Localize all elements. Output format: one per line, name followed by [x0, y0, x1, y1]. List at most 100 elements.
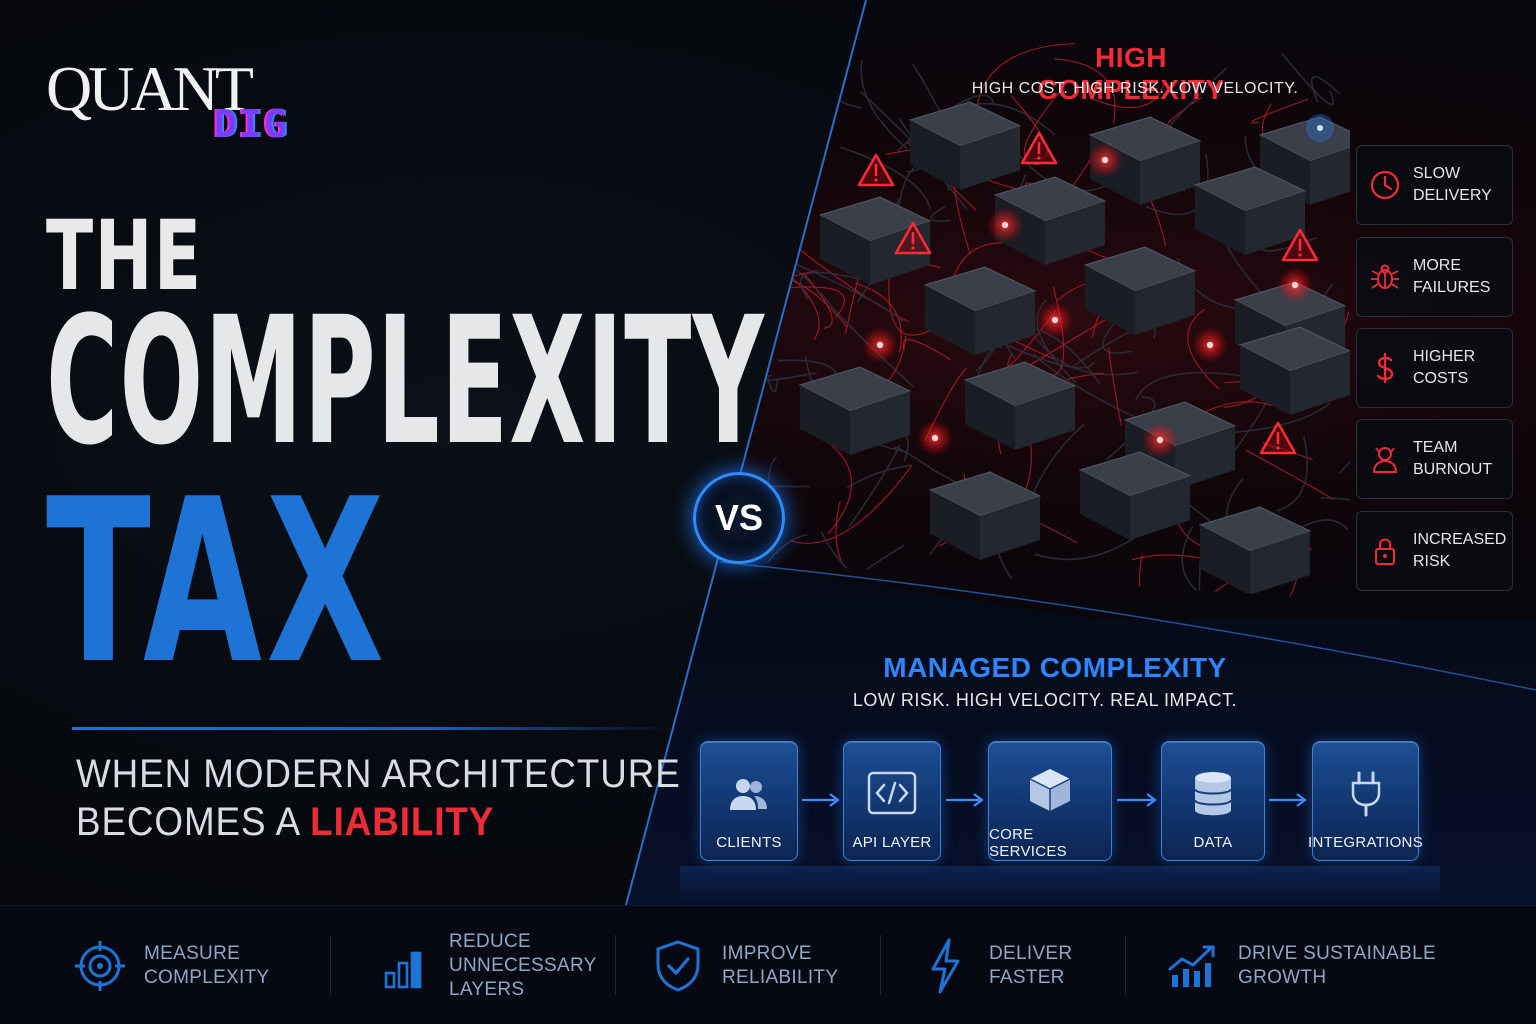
benefit-line-1: IMPROVE	[722, 942, 812, 964]
flow-label: CLIENTS	[716, 834, 782, 851]
server-block	[800, 385, 850, 455]
server-block	[850, 391, 910, 455]
flow-step-clients: CLIENTS	[700, 741, 798, 861]
cable	[1245, 449, 1334, 500]
benefit-line-3: LAYERS	[449, 978, 525, 1000]
arrow-right-icon	[802, 793, 840, 807]
server-block	[1130, 476, 1190, 540]
server-block	[1195, 185, 1245, 255]
cable	[789, 464, 913, 544]
server-block	[1290, 351, 1350, 415]
cable	[795, 246, 910, 323]
server-block	[1310, 141, 1350, 205]
headline-line-tax: TAX	[46, 451, 389, 714]
cable	[1036, 299, 1077, 384]
effect-label-1: INCREASED	[1413, 531, 1507, 548]
server-block	[1240, 345, 1290, 415]
benefit-line-2: GROWTH	[1238, 966, 1327, 988]
cable	[1108, 347, 1122, 426]
effect-label-1: HIGHER	[1413, 348, 1476, 365]
cable	[1321, 497, 1350, 560]
effect-label-2: COSTS	[1413, 370, 1469, 387]
cable	[827, 443, 852, 535]
lock-icon	[1375, 538, 1395, 565]
headline-divider	[72, 727, 672, 730]
warning-icon	[911, 246, 915, 250]
cable	[855, 282, 902, 353]
server-block	[925, 285, 975, 355]
benefit-line-2: UNNECESSARY	[449, 954, 597, 976]
cable	[1310, 75, 1340, 103]
benefit-separator	[330, 935, 331, 995]
cable	[902, 339, 951, 361]
server-block	[1080, 470, 1130, 540]
flow-step-data: DATA	[1161, 741, 1265, 861]
high-complexity-title: HIGH COMPLEXITY	[1037, 42, 1225, 105]
tangled-architecture-graphic	[720, 11, 1350, 600]
benefit-line-1: MEASURE	[144, 942, 241, 964]
managed-complexity-title: MANAGED COMPLEXITY	[883, 652, 1227, 683]
logo-wordmark: QUANT	[46, 53, 254, 124]
server-block	[1200, 525, 1250, 595]
warning-icon	[1276, 446, 1280, 450]
benefit-line-1: DRIVE SUSTAINABLE	[1238, 942, 1436, 964]
effect-card-team-burnout: TEAM BURNOUT	[1356, 419, 1513, 499]
cable	[1138, 554, 1189, 600]
server-block	[1238, 326, 1350, 372]
effect-label-1: TEAM	[1413, 439, 1458, 456]
server-block	[1245, 191, 1305, 255]
glow-node	[1291, 281, 1299, 289]
brand-logo: QUANT DIG	[46, 52, 366, 152]
logo-accent: DIG	[214, 102, 289, 146]
clock-icon	[1370, 170, 1400, 200]
flow-label: API LAYER	[852, 834, 932, 851]
warning-icon	[874, 178, 878, 182]
target-icon	[75, 940, 125, 991]
glow-node	[876, 341, 884, 349]
server-block	[910, 120, 960, 190]
benefit-line-2: RELIABILITY	[722, 966, 839, 988]
subtitle-highlight: LIABILITY	[310, 800, 495, 844]
growth-chart-icon	[1168, 945, 1215, 987]
users-icon	[730, 779, 767, 810]
cable	[835, 500, 842, 562]
server-block	[1258, 116, 1350, 162]
glow-node	[931, 434, 939, 442]
server-block	[1135, 271, 1195, 335]
diagonal-divider	[625, 0, 1536, 905]
benefit-separator	[615, 935, 616, 995]
benefit-line-2: FASTER	[989, 966, 1065, 988]
shield-check-icon	[656, 939, 700, 992]
arrow-right-icon	[946, 793, 984, 807]
cable	[995, 339, 1095, 369]
lightning-icon	[931, 938, 960, 993]
cable	[1034, 536, 1136, 561]
benefit-separator	[1125, 935, 1126, 995]
cable	[1187, 308, 1220, 390]
cable	[799, 271, 868, 300]
cable	[888, 278, 938, 336]
cable	[1338, 418, 1350, 474]
glow-node	[1001, 221, 1009, 229]
flow-label: INTEGRATIONS	[1308, 834, 1423, 851]
glow-node	[1101, 156, 1109, 164]
bug-icon	[1371, 264, 1399, 289]
flow-step-integrations: INTEGRATIONS	[1308, 741, 1423, 861]
arrow-right-icon	[1269, 793, 1307, 807]
benefit-separator	[880, 935, 881, 995]
cable	[1135, 371, 1259, 401]
flow-label: DATA	[1193, 834, 1233, 851]
server-block	[960, 126, 1020, 190]
cable	[860, 59, 908, 150]
dollar-icon	[1376, 352, 1394, 384]
server-block	[1250, 531, 1310, 595]
headline-line-the: THE	[46, 200, 203, 312]
glow-node	[1156, 436, 1164, 444]
cable	[1089, 83, 1165, 109]
effect-label-2: BURNOUT	[1413, 461, 1493, 478]
